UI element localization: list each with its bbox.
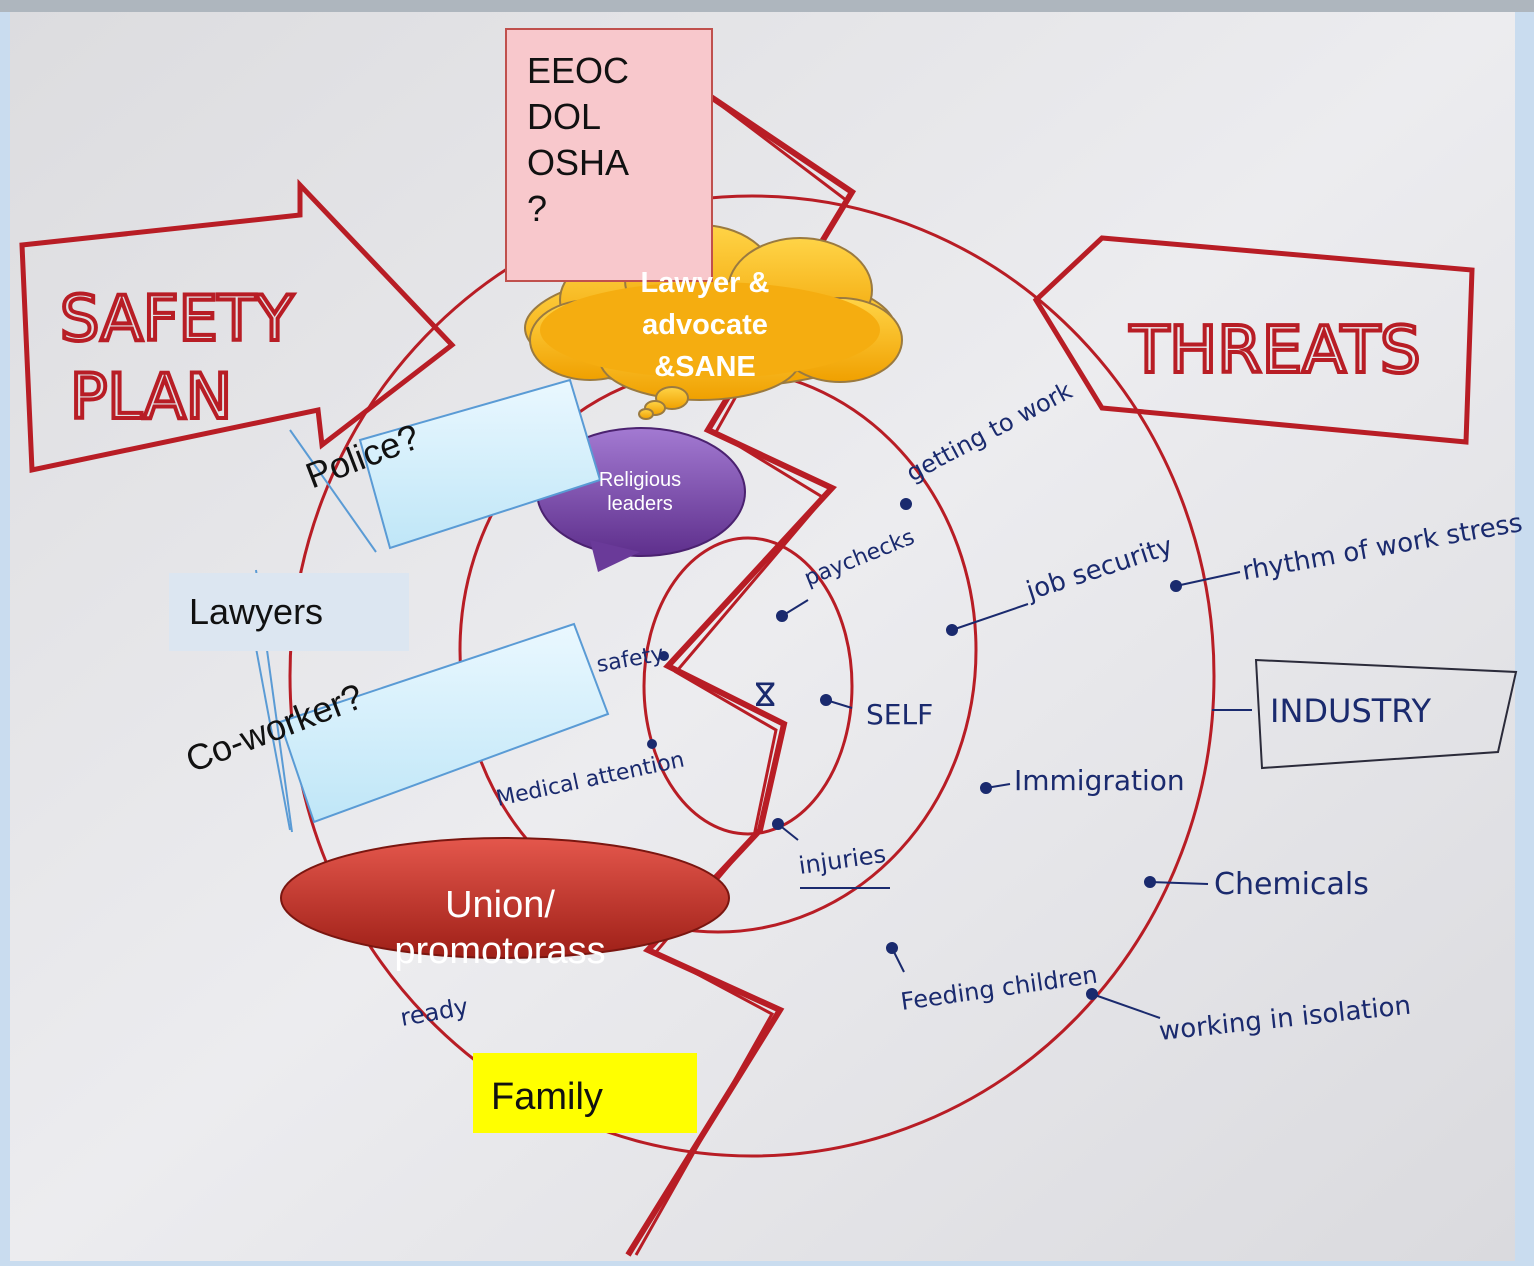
safety-word: SAFETY bbox=[60, 282, 294, 355]
threats-word: THREATS bbox=[1129, 314, 1421, 388]
chemicals-label: Chemicals bbox=[1214, 867, 1369, 902]
bubble-label: Religious leaders bbox=[560, 468, 720, 516]
agencies-box: EEOC DOL OSHA ? bbox=[505, 28, 713, 282]
cloud-line-1: Lawyer & bbox=[640, 267, 770, 299]
outer-circle bbox=[288, 194, 1216, 1158]
lawyers-box: Lawyers bbox=[169, 573, 409, 651]
safety-plan-arrow bbox=[19, 178, 456, 474]
agency-eeoc: EEOC bbox=[527, 50, 630, 91]
family-box: Family bbox=[473, 1053, 697, 1133]
union-label: Union/ promotorass bbox=[330, 882, 670, 974]
inner-circle bbox=[642, 536, 854, 836]
bubble-line-1: Religious bbox=[598, 469, 682, 491]
agency-dol: DOL bbox=[527, 96, 602, 137]
cloud-core bbox=[540, 282, 880, 378]
union-line-1: Union/ bbox=[445, 884, 555, 926]
industry-box bbox=[1254, 658, 1518, 770]
connectors bbox=[647, 498, 1252, 1019]
industry-word: INDUSTRY bbox=[1270, 692, 1431, 730]
plan-word: PLAN bbox=[70, 360, 232, 433]
cloud-label: Lawyer & advocate &SANE bbox=[600, 262, 810, 388]
self-label: SELF bbox=[866, 698, 933, 731]
immigration-label: Immigration bbox=[1014, 764, 1185, 797]
bubble-line-2: leaders bbox=[607, 493, 673, 515]
union-line-2: promotorass bbox=[394, 930, 606, 972]
coworker-box bbox=[278, 622, 610, 824]
top-shadow bbox=[0, 0, 1534, 12]
police-box bbox=[358, 378, 602, 550]
cloud-line-3: &SANE bbox=[654, 351, 756, 383]
cloud-line-2: advocate bbox=[642, 309, 768, 341]
stick-figure-icon: ⴵ bbox=[755, 676, 775, 714]
agency-question: ? bbox=[527, 188, 548, 229]
agency-osha: OSHA bbox=[527, 142, 630, 183]
threats-arrow bbox=[1032, 235, 1475, 445]
union-ellipse bbox=[280, 837, 730, 959]
